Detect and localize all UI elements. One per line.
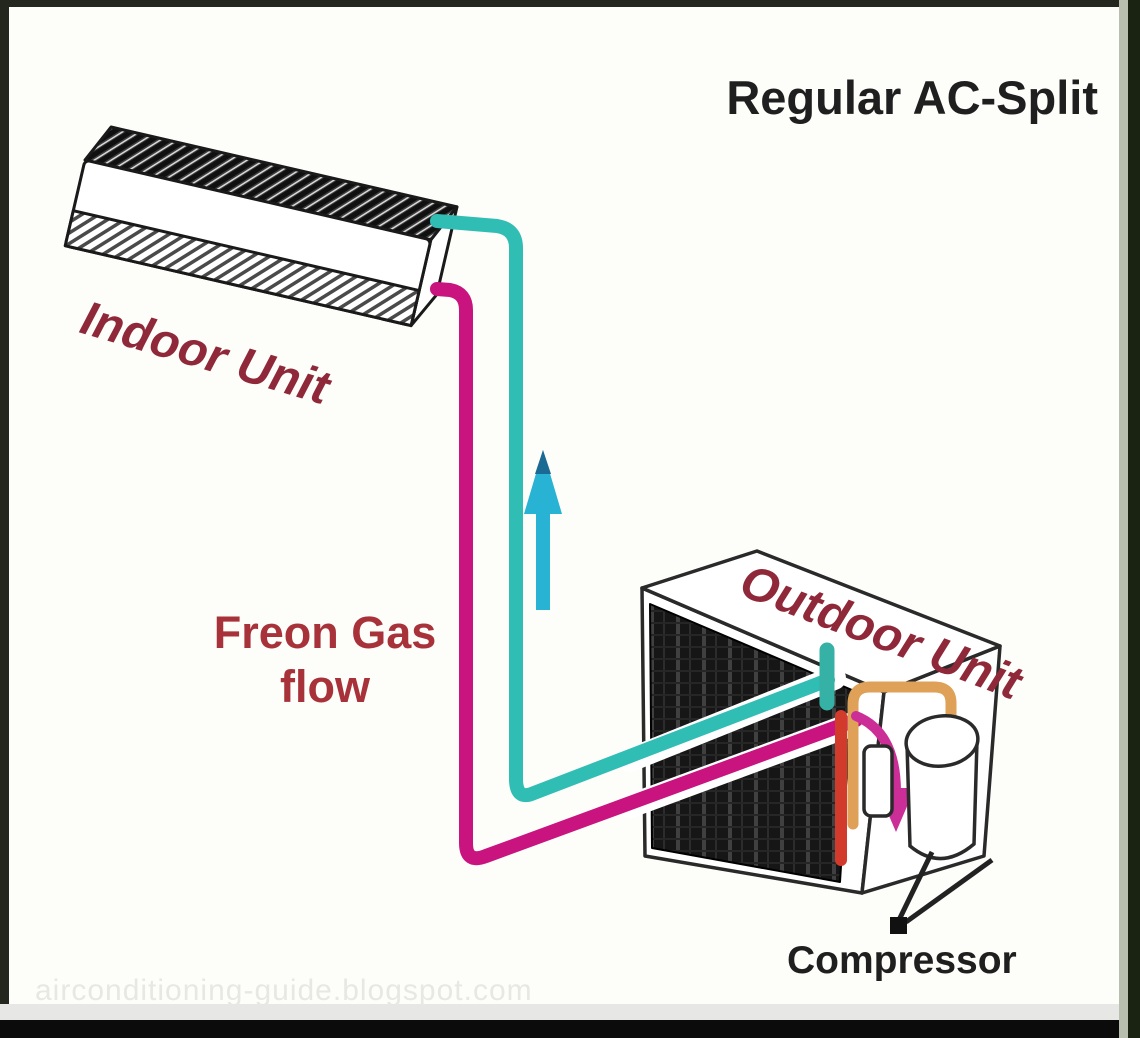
watermark: airconditioning-guide.blogspot.com — [35, 974, 533, 1007]
liquid-pipe — [430, 282, 863, 866]
compressor-cylinder-body — [905, 739, 979, 861]
indoor-unit-drawing — [63, 125, 459, 328]
frame-left — [0, 0, 9, 1038]
accumulator — [862, 744, 894, 818]
compressor-inlet-arrow — [851, 711, 901, 797]
page-title: Regular AC-Split — [726, 71, 1098, 124]
frame-top — [0, 0, 1140, 7]
freon-gas-label-line2: flow — [280, 661, 371, 712]
suction-pipe — [430, 214, 835, 803]
frame-right-inner — [1119, 0, 1128, 1038]
frame-bottom-black — [0, 1020, 1140, 1038]
frame-bottom-gray — [0, 1004, 1140, 1020]
flow-arrow-icon — [524, 450, 562, 610]
condenser-coil — [649, 603, 853, 883]
frame-right-outer — [1128, 0, 1140, 1038]
compressor-label: Compressor — [787, 939, 1017, 982]
compressor-leader-line-left — [896, 850, 935, 922]
indoor-unit-front-grille — [63, 209, 421, 328]
discharge-pipe-orange — [847, 681, 957, 830]
compressor-leader-line-right — [904, 857, 994, 925]
compressor-cylinder-top — [904, 714, 980, 768]
freon-gas-label-line1: Freon Gas — [214, 607, 437, 658]
outdoor-unit-top-face — [640, 549, 1002, 694]
compressor-leader-dot — [890, 917, 907, 934]
